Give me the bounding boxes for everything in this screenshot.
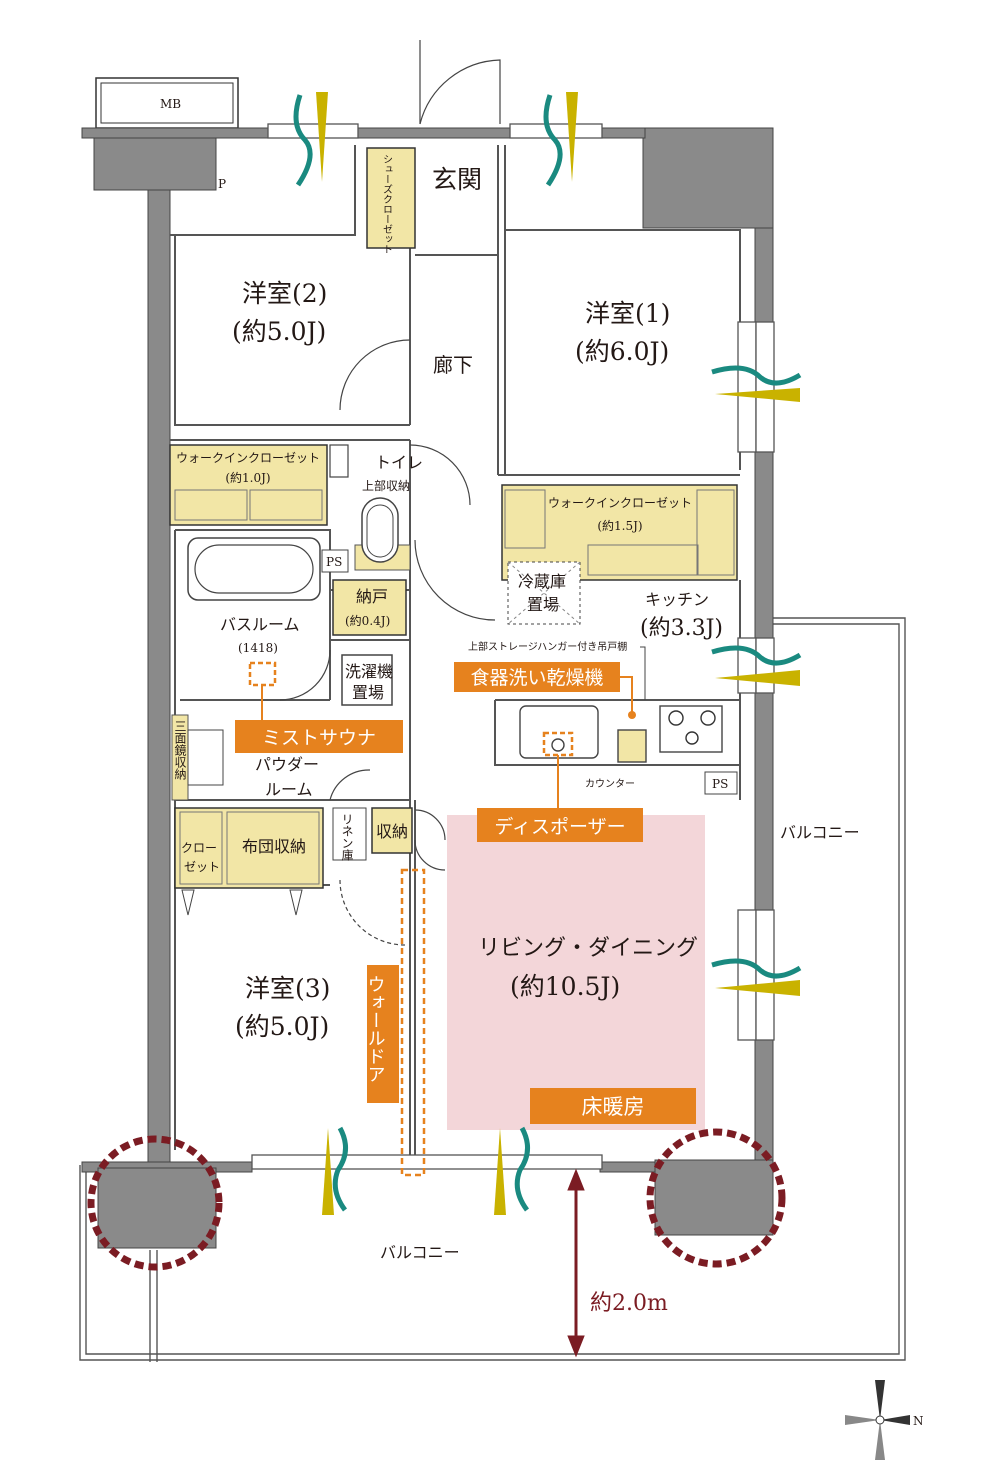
mirror-label: 三面鏡収納 — [173, 720, 187, 780]
powder-label-1: パウダー — [255, 755, 319, 774]
closet-label-1: クロー — [181, 841, 217, 855]
washer-area — [341, 654, 393, 706]
vent-icon-top-right — [543, 92, 578, 187]
stove-icon — [668, 710, 716, 745]
tag-dishwasher-label: 食器洗い乾燥機 — [470, 667, 603, 689]
toilet-storage-label: 上部収納 — [362, 478, 410, 493]
powder-label-2: ルーム — [265, 780, 313, 799]
bathtub — [187, 537, 321, 601]
futon-closet — [174, 807, 324, 916]
ps-box — [321, 549, 349, 573]
room1-name: 洋室(1) — [585, 299, 670, 328]
room3-name: 洋室(3) — [245, 974, 330, 1003]
kitchen-name: キッチン — [645, 590, 709, 609]
vent-icon-kitchen — [711, 645, 802, 686]
linen-closet — [332, 807, 367, 861]
toilet — [329, 444, 411, 571]
room1-area: (約6.0J) — [575, 337, 669, 366]
storeroom — [332, 579, 407, 636]
door-swings — [279, 40, 501, 946]
tag-mist-sauna-label: ミストサウナ — [262, 727, 376, 749]
balcony-right-label: バルコニー — [780, 823, 860, 842]
washer-label-2: 置場 — [352, 683, 384, 702]
counter-label: カウンター — [585, 778, 635, 790]
mb-box — [95, 77, 239, 129]
living-area: (約10.5J) — [510, 972, 620, 1001]
storeroom-area: (約0.4J) — [345, 613, 390, 628]
tag-floor-heating — [530, 1088, 696, 1124]
tag-disposer — [477, 731, 643, 842]
depth-label: 約2.0m — [590, 1291, 668, 1316]
vent-icon-top-left — [293, 92, 328, 187]
upper-storage-label: 上部ストレージハンガー付き吊戸棚 — [468, 640, 627, 653]
compass-icon — [845, 1380, 910, 1460]
vent-icon-bottom-right — [494, 1126, 530, 1215]
room3-area: (約5.0J) — [235, 1012, 329, 1041]
vent-icon-room1 — [711, 365, 802, 402]
sink — [187, 729, 224, 786]
living-name: リビング・ダイニング — [478, 936, 698, 961]
vent-icon-bottom-left — [322, 1126, 348, 1215]
upper-storage-leader — [640, 646, 646, 700]
tag-dishwasher — [454, 662, 636, 719]
hallway-label: 廊下 — [433, 353, 473, 377]
storage-label: 収納 — [376, 822, 408, 841]
fridge-label-2: 置場 — [527, 595, 559, 614]
storeroom-name: 納戸 — [356, 587, 388, 606]
tag-wall-door-label: ウォールドア — [365, 975, 386, 1083]
tag-mist-sauna — [235, 661, 403, 753]
kitchen-counter — [519, 705, 723, 763]
kitchen-area: (約3.3J) — [640, 616, 723, 641]
entrance-label: 玄関 — [432, 165, 482, 194]
column-highlight-right — [646, 1128, 786, 1268]
ps2-box — [704, 771, 738, 795]
balcony-bottom-label: バルコニー — [380, 1243, 460, 1262]
room2-area: (約5.0J) — [232, 317, 326, 346]
tag-disposer-label: ディスポーザー — [494, 816, 625, 838]
mb-label: MB — [160, 97, 181, 111]
washer-label-1: 洗濯機 — [345, 662, 393, 681]
storage-closet — [371, 807, 413, 854]
wall-door-outline — [400, 868, 426, 1177]
room2-name: 洋室(2) — [242, 279, 327, 308]
tag-floor-heating-label: 床暖房 — [582, 1095, 645, 1119]
compass-label: N — [913, 1414, 924, 1428]
fridge-cross — [507, 561, 581, 625]
column-highlight-left — [87, 1135, 223, 1271]
ps2-label: PS — [712, 777, 728, 791]
shoe-closet — [366, 147, 416, 249]
wic2-name: ウォークインクローゼット — [548, 496, 692, 510]
depth-arrow — [567, 1168, 585, 1358]
bathroom-size: (1418) — [238, 641, 278, 655]
bathroom-name: バスルーム — [220, 615, 300, 634]
wic1 — [169, 444, 328, 526]
futon-label: 布団収納 — [242, 837, 306, 856]
wic1-name: ウォークインクローゼット — [176, 451, 320, 465]
toilet-label: トイレ — [375, 453, 423, 472]
floor-heating-area — [447, 815, 705, 1130]
interior-walls — [170, 145, 741, 1160]
tag-wall-door — [367, 965, 399, 1103]
wic1-area: (約1.0J) — [225, 470, 270, 485]
p-label: P — [218, 177, 226, 191]
shoe-closet-label: シューズクローゼット — [381, 154, 393, 254]
vent-icon-living — [711, 958, 802, 996]
wic2-area: (約1.5J) — [597, 518, 642, 533]
closet-label-2: ゼット — [184, 860, 220, 874]
linen-label: リネン庫 — [340, 813, 354, 862]
ps-label: PS — [326, 555, 342, 569]
fridge-label-1: 冷蔵庫 — [518, 572, 566, 591]
